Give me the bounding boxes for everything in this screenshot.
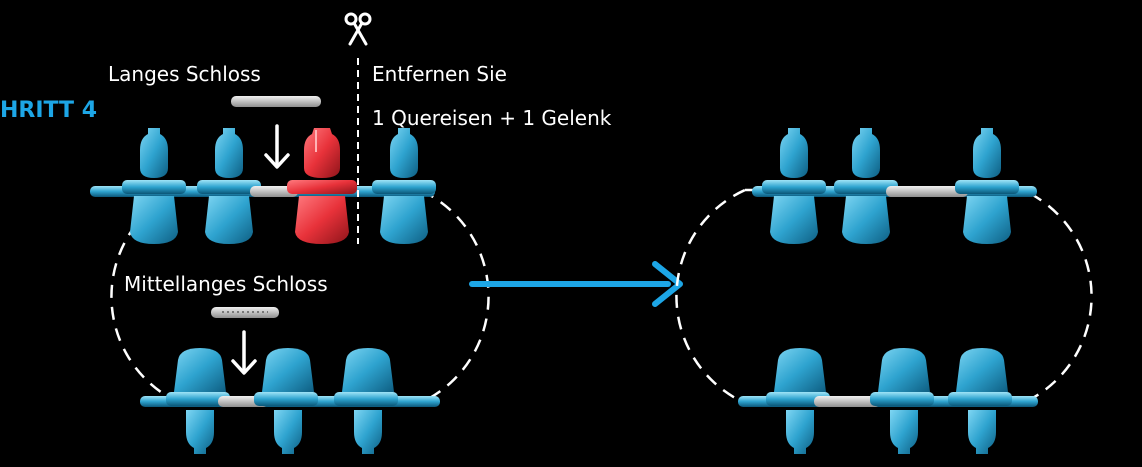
- top-chain-before: [90, 128, 436, 244]
- long-lock-part: [231, 96, 321, 107]
- remove-instruction-line2: 1 Quereisen + 1 Gelenk: [372, 106, 612, 130]
- chain-link: [334, 348, 398, 454]
- medium-lock-label: Mittellanges Schloss: [124, 272, 328, 296]
- chain-link: [197, 128, 261, 244]
- long-lock-installed: [250, 186, 298, 197]
- chain-link: [122, 128, 186, 244]
- medium-lock-installed: [814, 396, 880, 407]
- chain-link: [762, 128, 826, 244]
- top-chain-after: [752, 128, 1037, 244]
- chain-link: [955, 128, 1019, 244]
- chain-link: [166, 348, 230, 454]
- arrow-down-icon: [264, 124, 290, 169]
- medium-lock-part: [211, 307, 279, 318]
- track-before: [90, 12, 490, 454]
- chain-link: [372, 128, 436, 244]
- long-lock-installed: [886, 186, 968, 197]
- chain-link: [870, 348, 934, 454]
- removed-link: [287, 128, 357, 244]
- chain-link: [766, 348, 830, 454]
- bottom-chain-after: [738, 348, 1038, 454]
- chain-link: [254, 348, 318, 454]
- chain-link: [834, 128, 898, 244]
- long-lock-label: Langes Schloss: [108, 62, 261, 86]
- remove-instruction-line1: Entfernen Sie: [372, 62, 507, 86]
- bottom-chain-before: [140, 348, 440, 454]
- arrow-down-icon: [231, 330, 257, 375]
- chain-link: [948, 348, 1012, 454]
- scissors-icon: [344, 12, 372, 46]
- track-after: [675, 128, 1093, 454]
- step-title: HRITT 4: [0, 98, 98, 123]
- track-outline-after: [675, 188, 1093, 405]
- arrow-right-icon: [469, 261, 683, 307]
